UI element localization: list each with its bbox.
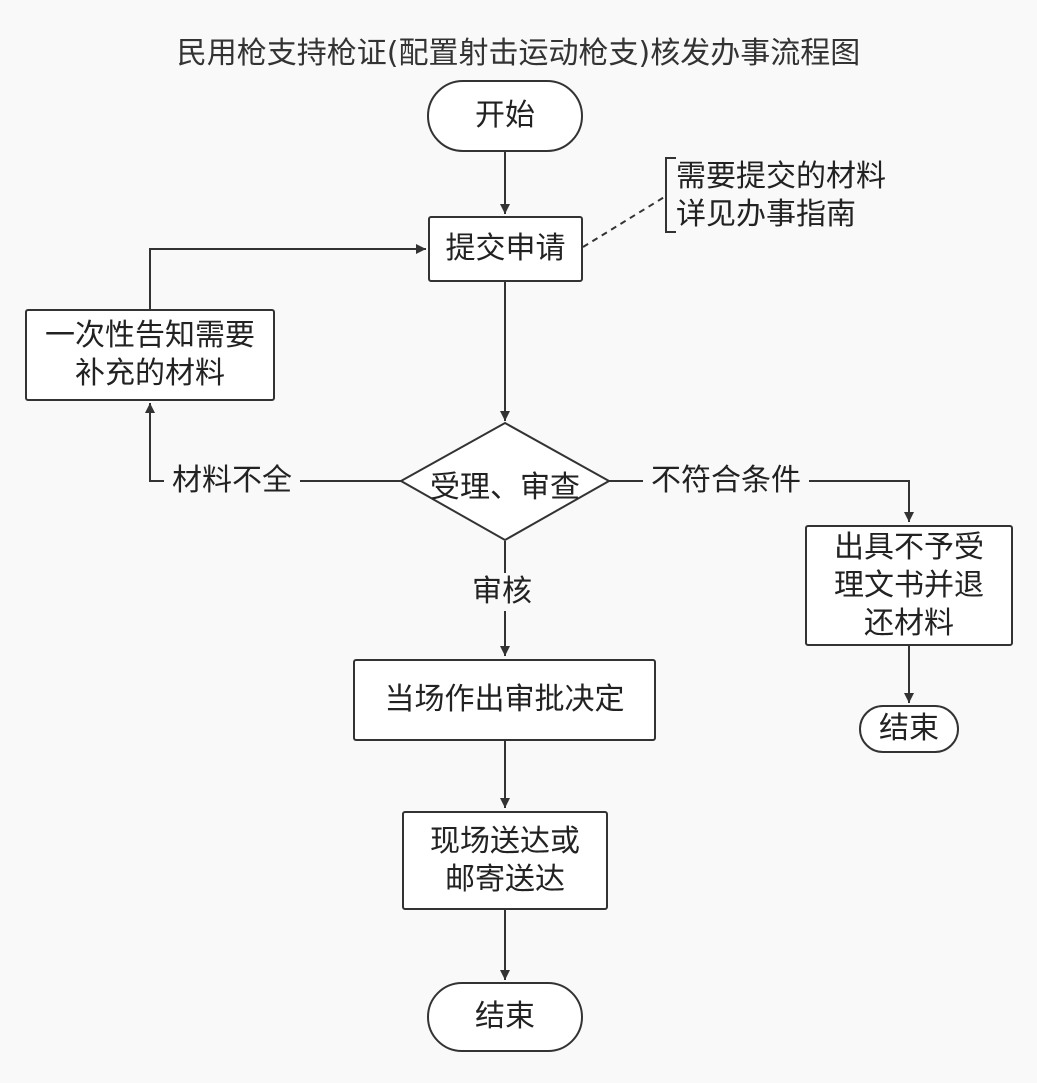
start-node: 开始 [427, 80, 583, 152]
note-bracket [665, 157, 676, 233]
reject-node: 出具不予受 理文书并退 还材料 [805, 525, 1013, 646]
deliver-node: 现场送达或 邮寄送达 [402, 811, 608, 910]
edge-label-not-qualified: 不符合条件 [643, 462, 809, 500]
edge-label-incomplete: 材料不全 [164, 462, 300, 500]
edge-label-audit: 审核 [464, 573, 540, 611]
notify-supplement-node: 一次性告知需要 补充的材料 [25, 309, 275, 401]
review-label: 受理、审查 [430, 470, 580, 505]
review-diamond [398, 421, 612, 542]
end-node: 结束 [427, 982, 583, 1052]
decision-node: 当场作出审批决定 [353, 659, 656, 741]
materials-note: 需要提交的材料 详见办事指南 [676, 159, 886, 232]
edge-review-notify [145, 403, 401, 482]
edge-notify-submit [149, 244, 426, 309]
submit-application-node: 提交申请 [428, 216, 583, 282]
diagram-title: 民用枪支持枪证(配置射击运动枪支)核发办事流程图 [176, 36, 861, 71]
note-connector [582, 195, 667, 248]
end-reject-node: 结束 [859, 705, 959, 753]
